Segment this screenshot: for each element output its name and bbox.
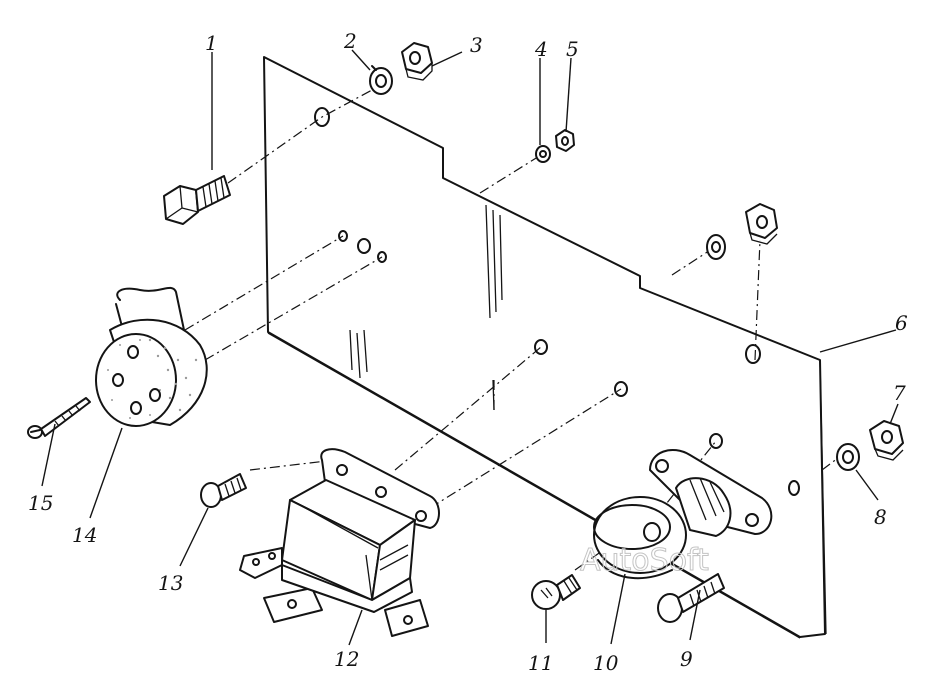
nut-icon [745,203,778,245]
lamp-housing-icon [593,449,773,580]
callout-5: 5 [566,37,579,61]
nut-icon [401,42,433,81]
callout-15: 15 [28,491,53,515]
callout-4: 4 [534,37,548,61]
callout-12: 12 [334,647,359,671]
callout-1: 1 [205,31,218,55]
callout-14: 14 [72,523,97,547]
watermark-text: AutoSoft [580,543,709,578]
callout-9: 9 [680,647,693,671]
callout-11: 11 [528,651,553,675]
bolt-icon [163,175,231,225]
callout-13: 13 [158,571,183,595]
bulb-icon [531,574,581,610]
callout-10: 10 [593,651,619,675]
screw-icon [27,397,91,439]
screw-icon [200,473,247,508]
washer-icon [535,145,551,163]
screw-icon [657,573,725,623]
washer-icon [369,65,393,95]
callout-numbers: 1 2 3 4 5 6 7 8 9 10 11 12 13 14 15 [28,29,908,675]
callout-8: 8 [874,505,887,529]
callout-7: 7 [893,381,906,405]
horn-icon [95,287,208,427]
relay-icon [239,448,440,637]
leader-lines [41,49,899,646]
callout-6: 6 [895,311,908,335]
callout-3: 3 [470,33,483,57]
callout-2: 2 [343,29,357,53]
nut-icon [555,129,575,152]
washer-icon [706,234,726,260]
nut-icon [869,420,904,461]
washer-icon [836,443,860,471]
